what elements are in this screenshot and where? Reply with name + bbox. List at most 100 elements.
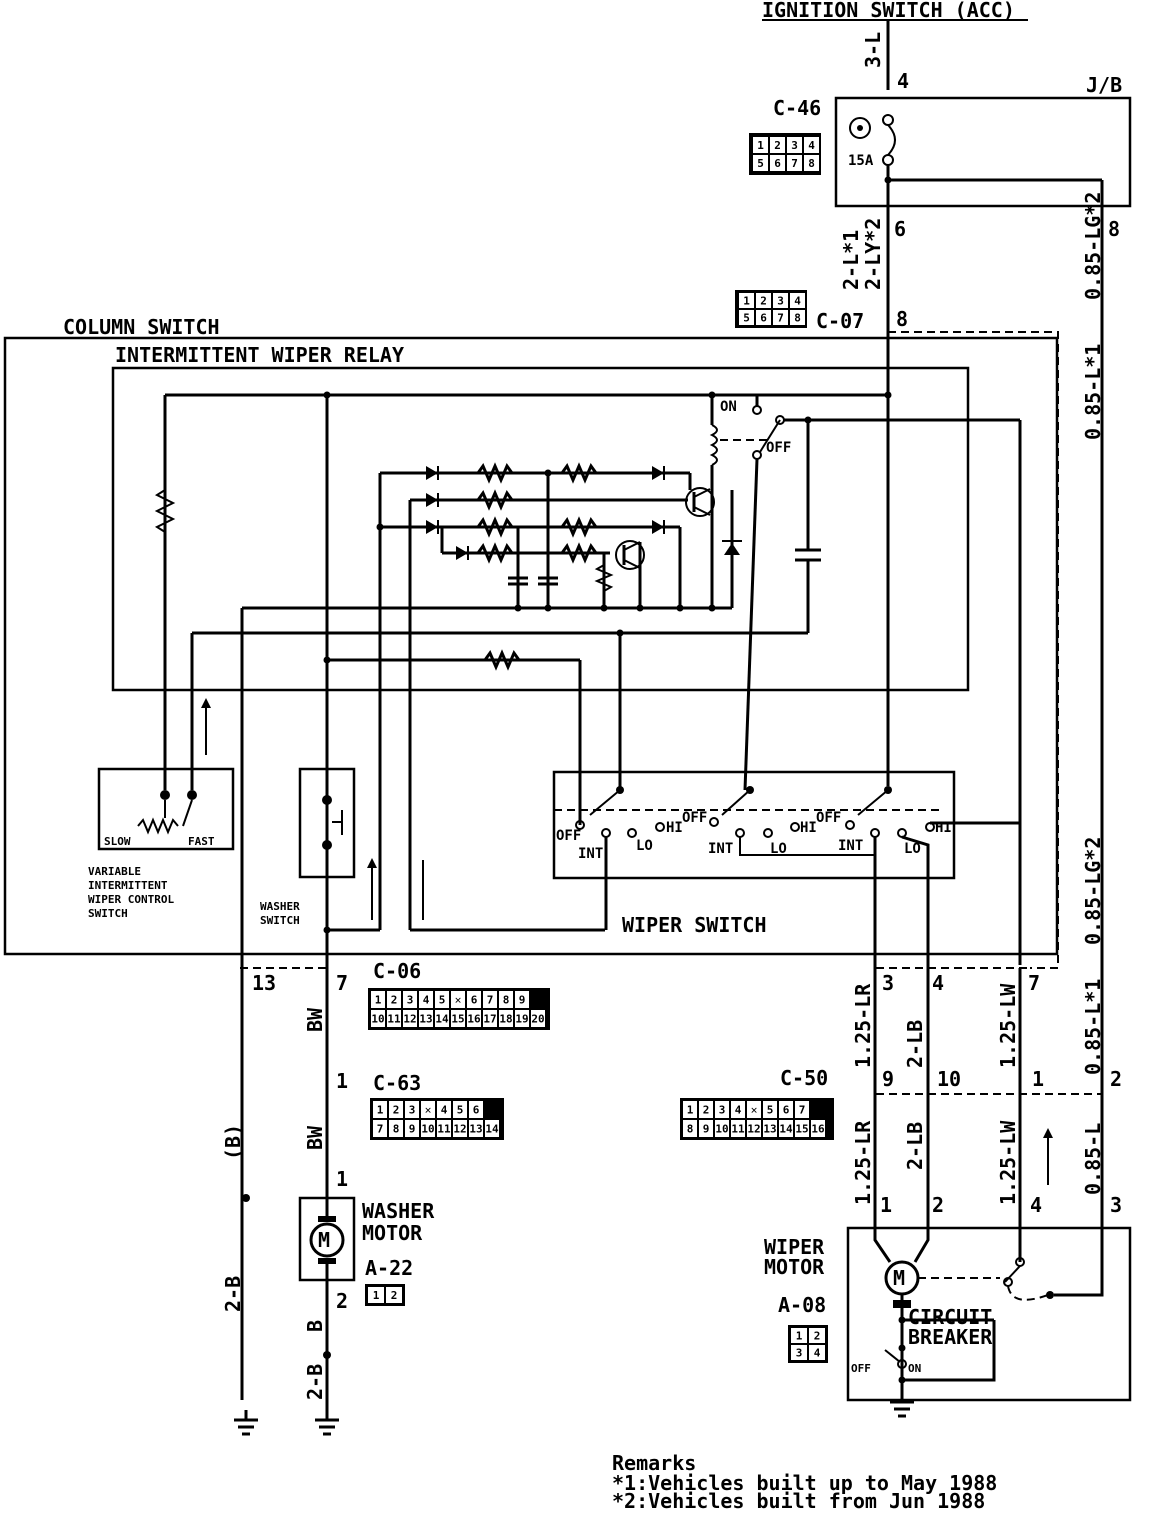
connector-cell-label: 17: [483, 1013, 496, 1026]
connector-cell: [403, 1010, 417, 1027]
connector-cell: [453, 1101, 467, 1118]
connector-cell: [683, 1120, 697, 1137]
park-on: ON: [908, 1362, 921, 1375]
connector-cell-label: 2: [760, 295, 767, 308]
washer-switch-line1: WASHER: [260, 900, 300, 913]
connector-cell-label: 2: [393, 1104, 400, 1117]
connector-cell: [531, 1010, 545, 1027]
washer-motor-symbol: M: [318, 1228, 330, 1252]
connector-cell-label: 12: [747, 1123, 760, 1136]
connector-cell-label: 1: [687, 1104, 694, 1117]
connector-cell: [371, 1010, 385, 1027]
connector-cell-label: 7: [777, 312, 784, 325]
ground-icon-left: [234, 1410, 258, 1436]
column-switch-box: [3, 336, 1059, 956]
connector-cell: [683, 1101, 697, 1118]
fast-label: FAST: [188, 835, 215, 848]
connector-cell: [437, 1101, 451, 1118]
connector-cell: [499, 991, 513, 1008]
breaker-line1: CIRCUIT: [908, 1305, 992, 1329]
relay-off: OFF: [766, 440, 791, 456]
wiper-switch-label: WIPER SWITCH: [622, 913, 767, 937]
connector-cell: [469, 1120, 483, 1137]
connector-cell: [763, 1120, 777, 1137]
wire-lw1: 1.25-LW: [996, 983, 1020, 1068]
wiper-motor-line2: MOTOR: [764, 1255, 825, 1279]
connector-cell-label: 2: [774, 139, 781, 152]
connector-cell-label: 8: [503, 994, 510, 1007]
relay-on: ON: [720, 399, 737, 415]
connector-cell-label: 4: [794, 295, 801, 308]
connector-cell-label: 3: [409, 1104, 416, 1117]
connector-cell-label: 13: [419, 1013, 432, 1026]
connector-cell-label: 15: [795, 1123, 808, 1136]
connector-cell-label: 7: [487, 994, 494, 1007]
sw3-lo: LO: [904, 841, 921, 857]
pin-c50-2: 2: [1110, 1067, 1122, 1091]
connector-cell: [405, 1120, 419, 1137]
connector-cell-label: 2: [814, 1330, 821, 1343]
sw2-hi: HI: [800, 820, 817, 836]
fuse-rating: 15A: [848, 153, 874, 169]
connector-cell: [770, 155, 785, 171]
connector-cell: [515, 991, 529, 1008]
connector-cell: [373, 1120, 387, 1137]
pin-a08-1: 1: [880, 1193, 892, 1217]
wire-lb2: 2-LB: [903, 1122, 927, 1170]
wire-ground-mid: 2-B: [303, 1364, 327, 1400]
breaker-line2: BREAKER: [908, 1325, 993, 1349]
var-switch-line3: WIPER CONTROL: [88, 893, 174, 906]
slow-label: SLOW: [104, 835, 131, 848]
connector-cell: [467, 1010, 481, 1027]
connector-cell-label: 1: [375, 994, 382, 1007]
connector-cell-label: 14: [435, 1013, 449, 1026]
connector-cell: [809, 1345, 825, 1360]
relay-label: INTERMITTENT WIPER RELAY: [115, 343, 404, 367]
connector-cell-label: 5: [767, 1104, 774, 1117]
c07-label: C-07: [816, 309, 864, 333]
pin-a22-1: 1: [336, 1167, 348, 1191]
connector-cell-label: 11: [387, 1013, 401, 1026]
connector-cell: [787, 155, 802, 171]
connector-cell: [791, 1328, 807, 1343]
connector-cell-label: 5: [457, 1104, 464, 1117]
remarks-1: *1:Vehicles built up to May 1988: [612, 1471, 997, 1495]
connector-cell-label: 1: [757, 139, 764, 152]
connector-cell-label: 4: [814, 1347, 821, 1360]
connector-cell-label: 9: [409, 1123, 416, 1136]
jb-label: J/B: [1086, 73, 1122, 97]
connector-cell: [747, 1120, 761, 1137]
sw3-off: OFF: [816, 810, 841, 826]
column-switch-label: COLUMN SWITCH: [63, 315, 220, 339]
connector-cell: [483, 991, 497, 1008]
pin-c06-3: 3: [882, 971, 894, 995]
connector-cell: [483, 1010, 497, 1027]
connector-cell: [699, 1101, 713, 1118]
connector-cell-label: 8: [393, 1123, 400, 1136]
c50-label: C-50: [780, 1066, 828, 1090]
connector-cell-label: ✕: [425, 1104, 432, 1117]
wire-c06-13: (B): [221, 1124, 245, 1160]
pin-c06-13: 13: [252, 971, 276, 995]
connector-cell: [451, 991, 465, 1008]
connector-cell: [747, 1101, 761, 1118]
connector-cell: [387, 1010, 401, 1027]
connector-cell-label: 20: [531, 1013, 544, 1026]
connector-cell: [419, 1010, 433, 1027]
connector-cell-label: 4: [808, 139, 815, 152]
pin-a22-2: 2: [336, 1289, 348, 1313]
connector-cell: [421, 1101, 435, 1118]
connector-cell-label: 14: [485, 1123, 499, 1136]
connector-cell: [804, 155, 819, 171]
pin-c06-7b: 7: [1028, 971, 1040, 995]
wire-jb6a: 2-L*1: [839, 230, 863, 290]
wiper-switch-box: [552, 770, 956, 880]
connector-cell: [386, 1287, 402, 1303]
connector-cell: [467, 991, 481, 1008]
connector-cell-label: 8: [794, 312, 801, 325]
connector-cell: [804, 137, 819, 153]
connector-cell: [773, 310, 788, 325]
